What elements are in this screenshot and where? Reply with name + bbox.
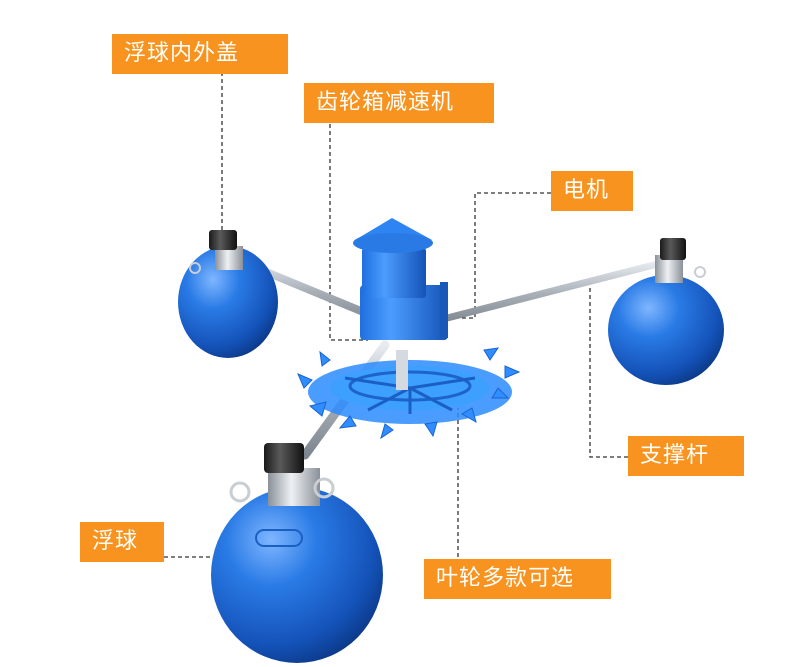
leader-line-motor	[448, 192, 551, 319]
float-front	[211, 443, 383, 663]
label-gearbox-reducer: 齿轮箱减速机	[304, 83, 494, 123]
label-motor: 电机	[551, 171, 633, 211]
label-impeller-options: 叶轮多款可选	[424, 559, 611, 599]
float-left	[178, 230, 278, 358]
label-support-rod: 支撑杆	[628, 436, 744, 476]
float-right	[608, 238, 724, 385]
label-float: 浮球	[80, 522, 164, 562]
impeller	[297, 347, 521, 440]
leader-line-rod	[589, 285, 628, 458]
leader-line-impeller	[424, 408, 459, 580]
label-float-cover: 浮球内外盖	[112, 34, 288, 74]
motor-assembly	[353, 218, 448, 340]
leader-line-gearbox	[329, 124, 368, 341]
